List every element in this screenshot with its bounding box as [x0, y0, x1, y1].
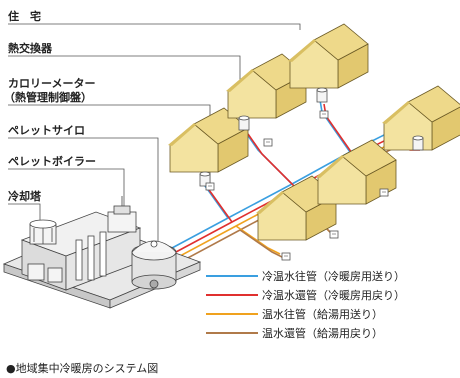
- labels: 住 宅 熱交換器 カロリーメーター （熱管理制御盤） ペレットサイロ ペレットボ…: [4, 9, 96, 203]
- label-cooling-tower: 冷却塔: [8, 189, 42, 203]
- leader-house: [8, 23, 301, 30]
- legend-label-0: 冷温水往管（冷暖房用送り）: [262, 269, 405, 283]
- label-pellet-boiler: ペレットボイラー: [8, 154, 96, 168]
- pellet-silo: [131, 240, 177, 290]
- legend-label-1: 冷温水還管（冷暖房用戻り）: [262, 288, 405, 302]
- leader-pellet-silo: [8, 137, 159, 248]
- cooling-tower: [29, 219, 57, 245]
- caption: ●地域集中冷暖房のシステム図: [6, 361, 158, 375]
- label-heat-exchanger: 熱交換器: [8, 41, 53, 55]
- heat-exchanger-tank-2: [316, 87, 328, 103]
- label-calorie-meter: カロリーメーター: [8, 77, 96, 90]
- legend: 冷温水往管（冷暖房用送り） 冷温水還管（冷暖房用戻り） 温水往管（給湯用送り） 温水還…: [206, 269, 405, 340]
- label-pellet-silo: ペレットサイロ: [8, 124, 85, 137]
- leader-lines: [8, 23, 301, 248]
- leader-pellet-boiler: [8, 168, 125, 210]
- energy-plant: [2, 196, 202, 309]
- label-house: 住 宅: [8, 9, 41, 23]
- house-3: [287, 23, 369, 89]
- legend-label-2: 温水往管（給湯用送り）: [262, 307, 383, 321]
- label-calorie-meter-sub: （熱管理制御盤）: [4, 90, 92, 104]
- pellet-boiler: [107, 196, 137, 233]
- legend-label-3: 温水還管（給湯用戻り）: [262, 326, 383, 340]
- leader-cooling-tower: [8, 203, 41, 220]
- heat-exchanger-tank-1: [238, 115, 250, 131]
- calorie-meter: [205, 182, 215, 191]
